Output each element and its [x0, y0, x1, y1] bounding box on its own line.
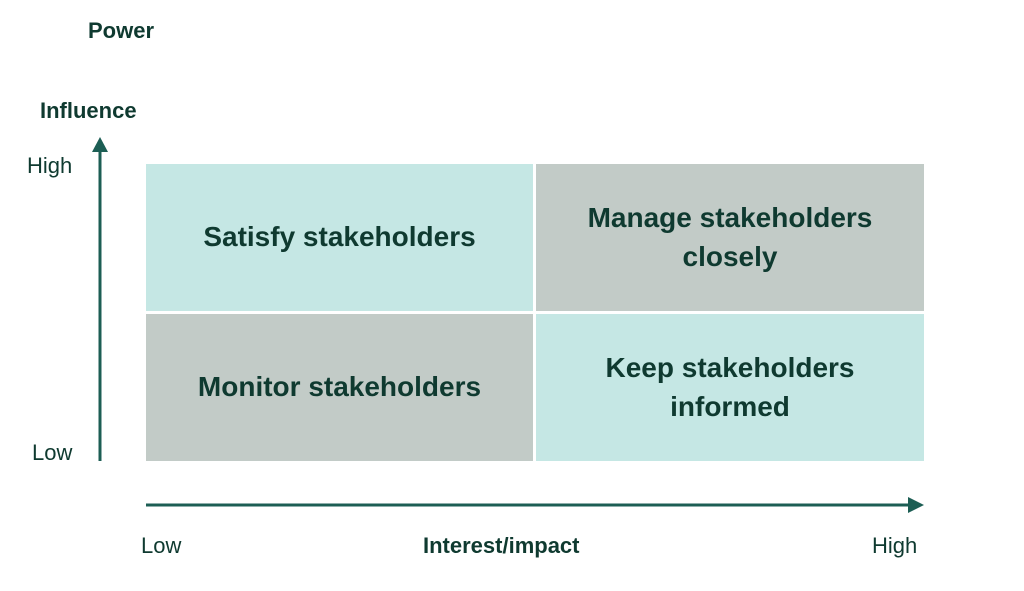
quadrant-keep-stakeholders-informed: Keep stakeholders informed	[536, 314, 924, 461]
quadrant-satisfy-stakeholders: Satisfy stakeholders	[146, 164, 533, 311]
x-axis-high-label: High	[872, 533, 918, 558]
x-axis-title: Interest/impact	[423, 533, 580, 558]
x-axis-low-label: Low	[141, 533, 182, 558]
y-axis-arrow	[92, 137, 108, 461]
quadrant-label: Monitor stakeholders	[197, 371, 482, 403]
x-axis-arrow	[146, 497, 924, 513]
y-axis-title-influence: Influence	[40, 98, 137, 123]
quadrant-label: Keep stakeholders informed	[605, 351, 855, 422]
y-axis-high-label: High	[27, 153, 73, 178]
quadrant-label: Manage stakeholders closely	[587, 201, 873, 272]
y-axis-low-label: Low	[32, 440, 73, 465]
quadrant-label: Satisfy stakeholders	[203, 221, 476, 253]
y-axis-title-power: Power	[88, 18, 155, 43]
quadrant-monitor-stakeholders: Monitor stakeholders	[146, 314, 533, 461]
quadrant-manage-stakeholders-closely: Manage stakeholders closely	[536, 164, 924, 311]
